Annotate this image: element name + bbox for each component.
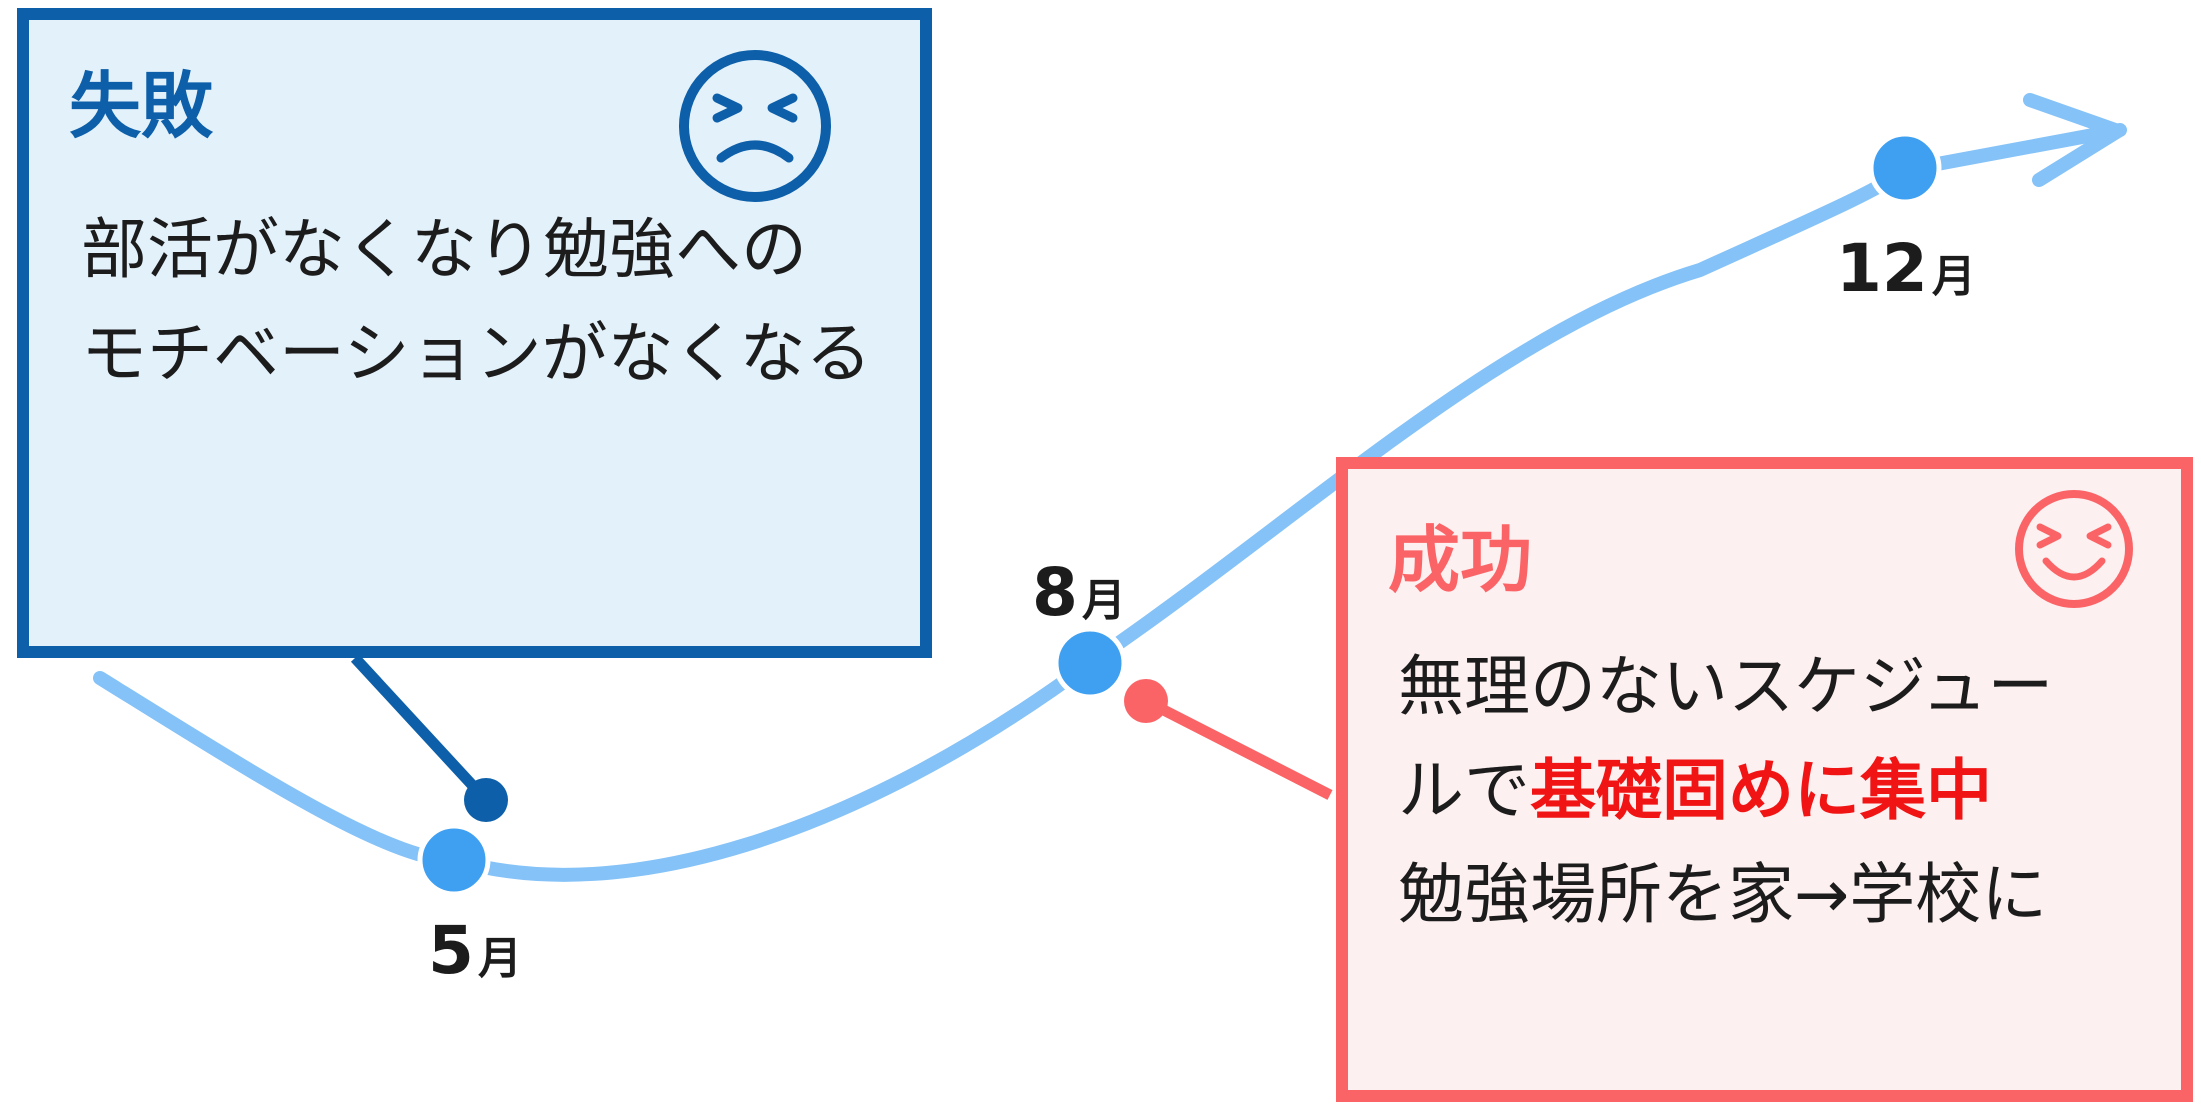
success-title: 成功 bbox=[1388, 518, 1533, 602]
success-connector bbox=[1143, 696, 1333, 800]
arrowhead-icon bbox=[2023, 93, 2125, 187]
failure-title: 失敗 bbox=[69, 64, 214, 148]
success-highlight: 基礎固めに集中 bbox=[1530, 752, 1992, 829]
success-description: 無理のないスケジュー ルで基礎固めに集中 勉強場所を家→学校に bbox=[1398, 635, 2053, 947]
month-number: 12 bbox=[1836, 230, 1928, 307]
success-connector-dot bbox=[1124, 679, 1168, 723]
failure-line: 部活がなくなり勉強への bbox=[81, 211, 807, 288]
happy-squint-face-icon bbox=[2015, 490, 2133, 608]
month-unit: 月 bbox=[1081, 575, 1126, 626]
success-line-2-prefix: ルで bbox=[1398, 752, 1530, 829]
failure-connector-dot bbox=[464, 778, 508, 822]
month-unit: 月 bbox=[477, 933, 522, 984]
timeline-point-aug bbox=[1053, 626, 1127, 700]
month-number: 8 bbox=[1032, 554, 1078, 631]
success-line-3: 勉強場所を家→学校に bbox=[1398, 856, 2048, 933]
failure-box: 失敗 部活がなくなり勉強への モチベーションがなくなる bbox=[17, 8, 932, 658]
month-label-dec: 12月 bbox=[1836, 236, 1976, 302]
month-label-may: 5月 bbox=[428, 918, 522, 984]
failure-line: モチベーションがなくなる bbox=[81, 315, 872, 392]
success-line-2: ルで基礎固めに集中 bbox=[1398, 739, 2053, 843]
timeline-point-dec bbox=[1868, 131, 1942, 205]
failure-connector bbox=[350, 654, 491, 804]
grimace-face-icon bbox=[679, 50, 831, 202]
failure-description: 部活がなくなり勉強への モチベーションがなくなる bbox=[81, 198, 872, 406]
success-box: 成功 無理のないスケジュー ルで基礎固めに集中 勉強場所を家→学校に bbox=[1336, 457, 2193, 1102]
month-unit: 月 bbox=[1931, 251, 1976, 302]
month-number: 5 bbox=[428, 912, 474, 989]
timeline-point-may bbox=[417, 823, 491, 897]
month-label-aug: 8月 bbox=[1032, 560, 1126, 626]
success-line-1: 無理のないスケジュー bbox=[1398, 648, 2054, 725]
